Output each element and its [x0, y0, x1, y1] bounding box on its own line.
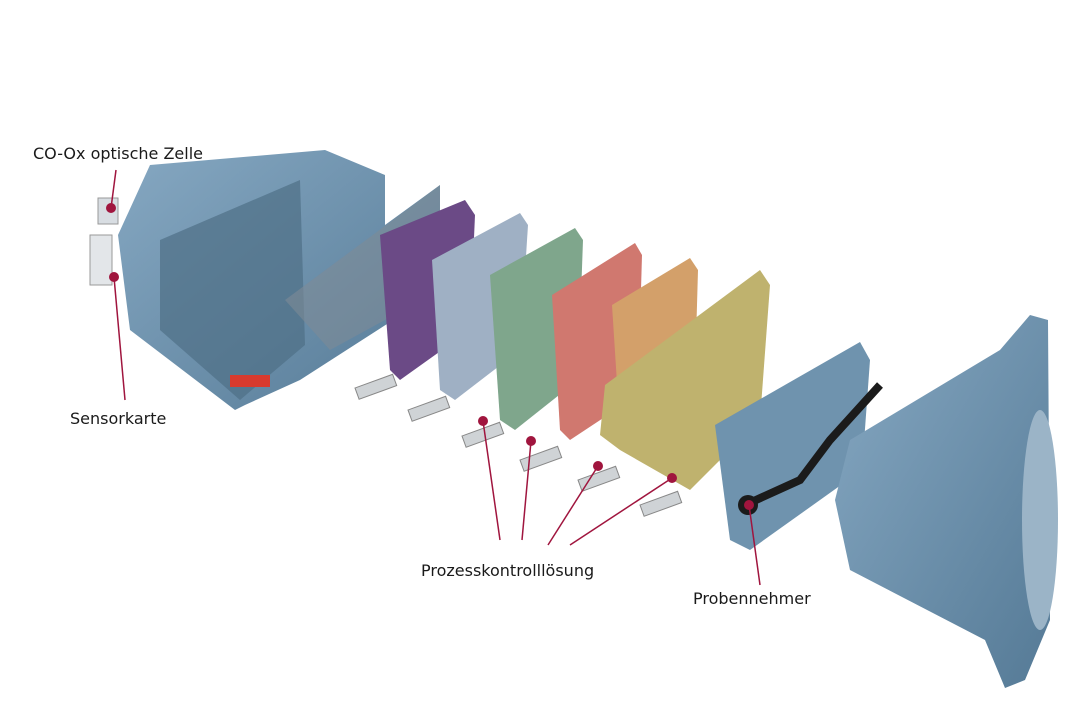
- label-sampler: Probennehmer: [693, 589, 811, 608]
- label-sensor-card: Sensorkarte: [70, 409, 167, 428]
- label-process-control-solution: Prozesskontrolllösung: [421, 561, 595, 580]
- solution-panels: [354, 200, 770, 517]
- front-cover: [835, 315, 1058, 688]
- label-co-ox-optical-cell: CO-Ox optische Zelle: [33, 144, 203, 163]
- marker-dots: [106, 203, 754, 510]
- leader-lines: [110, 169, 761, 586]
